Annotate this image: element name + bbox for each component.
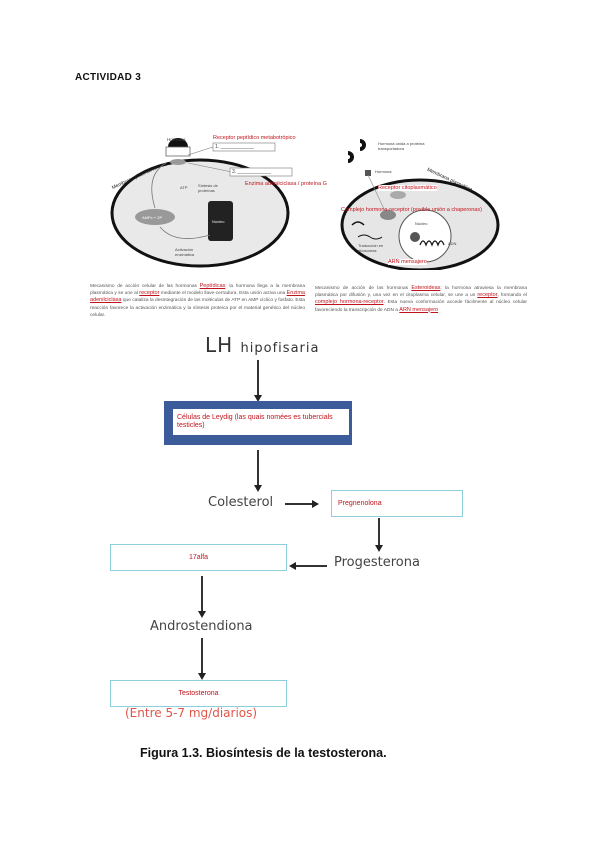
17alfa-box: 17alfa bbox=[110, 544, 287, 571]
label-traduccion: Traducción en ribosomas bbox=[358, 243, 384, 253]
label-sintesis: Síntesis de proteínas bbox=[198, 183, 218, 193]
fill-receptor: receptor bbox=[139, 290, 160, 297]
label-nucleo: Núcleo bbox=[212, 219, 225, 224]
label-atp: ATP bbox=[180, 185, 188, 190]
fill-peptidicas: Peptídicas bbox=[199, 283, 226, 289]
steroid-hormone-diagram: Hormona unida a proteína transportadora … bbox=[320, 135, 545, 270]
fill-enzima: Enzima adenilciclasa bbox=[90, 290, 305, 304]
answer-complejo: Complejo hormona-receptor (posible unión… bbox=[341, 207, 482, 213]
label-hormona: Hormona bbox=[167, 137, 186, 142]
figure-caption: Figura 1.3. Biosíntesis de la testostero… bbox=[140, 746, 387, 760]
cell-illustration-left bbox=[110, 138, 293, 268]
answer-receptor-citoplasmatico: Receptor citoplasmático bbox=[378, 185, 437, 191]
label-activacion: Activación enzimática bbox=[175, 247, 195, 257]
paragraph-peptide-mechanism: Mecanismo de acción celular de las hormo… bbox=[90, 283, 305, 318]
leydig-box: Células de Leydig (las quais nomées es t… bbox=[173, 409, 349, 435]
fill-receptor-right: receptor bbox=[477, 292, 498, 299]
arrow-colesterol-to-pregnenolona bbox=[285, 500, 319, 507]
arrow-pregnenolona-to-progesterona bbox=[375, 518, 382, 552]
label-ampc: AMPc + 2P bbox=[142, 215, 163, 220]
label-adn: ADN bbox=[448, 241, 457, 246]
answer-receptor-peptidico: Receptor peptídico metabotrópico bbox=[213, 135, 296, 141]
daily-production-note: (Entre 5-7 mg/diarios) bbox=[125, 706, 258, 720]
colesterol-label: Colesterol bbox=[208, 495, 274, 510]
hipofisaria-text: hipofisaria bbox=[240, 341, 320, 356]
arrow-lh-to-leydig bbox=[254, 360, 261, 402]
cell-illustration-right bbox=[340, 139, 500, 270]
arrow-17alfa-to-androstendiona bbox=[198, 576, 205, 618]
fill-esteroideas: Esteroideas bbox=[411, 285, 441, 291]
fill-arn: ARN mensajero bbox=[399, 306, 439, 313]
paragraph-steroid-mechanism: Mecanismo de acción de las hormonas Este… bbox=[315, 285, 527, 313]
label-hormona-unida: Hormona unida a proteína transportadora bbox=[378, 141, 425, 151]
fill-complejo: complejo hormona-receptor bbox=[315, 299, 384, 306]
peptide-hormone-diagram: Hormona Membrana plasmática ATP Síntesis… bbox=[100, 135, 327, 270]
activity-heading: ACTIVIDAD 3 bbox=[75, 72, 142, 83]
blank-3: 3. ____________ bbox=[232, 169, 271, 175]
arrow-progesterona-to-17alfa bbox=[289, 562, 327, 569]
label-nucleo-right: Núcleo bbox=[415, 221, 428, 226]
flow-lh: LH hipofisaria bbox=[205, 333, 319, 357]
lh-text: LH bbox=[205, 333, 234, 357]
blank-1: 1. ____________ bbox=[215, 144, 254, 150]
answer-arn: ARN mensajero bbox=[388, 259, 427, 265]
arrow-androstendiona-to-testosterona bbox=[198, 638, 205, 680]
progesterona-label: Progesterona bbox=[334, 555, 420, 570]
answer-enzima-adenilciclasa: Enzima adenilciclasa / proteína G bbox=[245, 181, 327, 187]
label-hormona-right: Hormona bbox=[375, 169, 392, 174]
androstendiona-label: Androstendiona bbox=[150, 619, 253, 634]
testosterona-box: Testosterona bbox=[110, 680, 287, 707]
pregnenolona-box: Pregnenolona bbox=[331, 490, 463, 517]
arrow-leydig-to-colesterol bbox=[254, 450, 261, 492]
